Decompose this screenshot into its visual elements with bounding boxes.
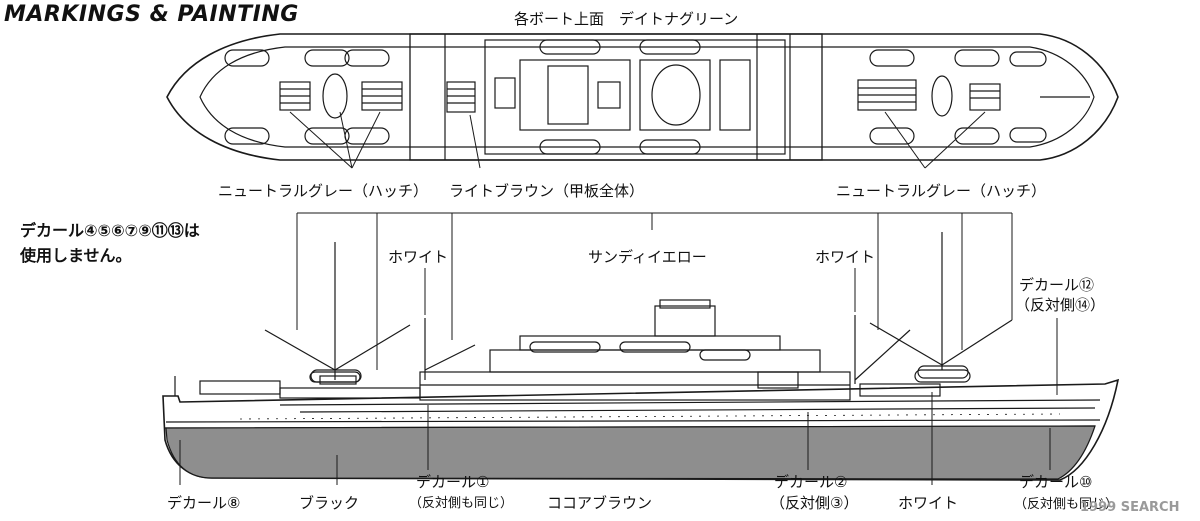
decal-12-label: デカール⑫ bbox=[1019, 276, 1095, 294]
decal-8-label: デカール⑧ bbox=[167, 494, 241, 512]
cocoa-brown-label: ココアブラウン bbox=[547, 494, 653, 512]
side-view-portholes bbox=[239, 413, 1061, 420]
title-badge: MARKINGS & PAINTING bbox=[4, 2, 298, 28]
hatch-right-color-label: ニュートラルグレー（ハッチ） bbox=[836, 182, 1047, 200]
decal-2-opposite-label: （反対側③） bbox=[770, 494, 859, 512]
top-view-boats bbox=[224, 39, 1047, 155]
sandy-yellow-label: サンディイエロー bbox=[588, 248, 707, 266]
decal-12-opposite-label: （反対側⑭） bbox=[1015, 296, 1106, 314]
watermark: 1999 SEARCH bbox=[1080, 500, 1180, 515]
unused-decals-note: デカール④⑤⑥⑦⑨⑪⑬は 使用しません。 bbox=[20, 218, 200, 268]
hatch-left-color-label: ニュートラルグレー（ハッチ） bbox=[218, 182, 429, 200]
decal-10-label: デカール⑩ bbox=[1019, 473, 1093, 491]
top-view-hull bbox=[166, 33, 1119, 161]
decal-1-note-label: （反対側も同じ） bbox=[409, 496, 514, 511]
white-bottom-label: ホワイト bbox=[898, 494, 959, 512]
deck-color-label: ライトブラウン（甲板全体） bbox=[449, 182, 645, 200]
unused-decals-line1: デカール④⑤⑥⑦⑨⑪⑬は bbox=[20, 221, 200, 240]
top-view-hatches bbox=[279, 73, 1090, 119]
decal-1-label: デカール① bbox=[416, 473, 490, 491]
unused-decals-line2: 使用しません。 bbox=[20, 246, 132, 265]
boat-top-color-label: 各ボート上面 デイトナグリーン bbox=[514, 10, 739, 28]
white-right-label: ホワイト bbox=[815, 248, 876, 266]
side-view-superstructure bbox=[199, 299, 1101, 413]
side-view-leaders bbox=[179, 212, 1058, 485]
hull-lower-paint bbox=[165, 425, 1096, 480]
black-color-label: ブラック bbox=[299, 494, 360, 512]
white-left-label: ホワイト bbox=[388, 248, 449, 266]
decal-10-note-label: （反対側も同じ） bbox=[1014, 497, 1119, 512]
top-view-leaders bbox=[289, 111, 986, 169]
page-title: MARKINGS & PAINTING bbox=[4, 2, 299, 27]
side-view-masts bbox=[174, 232, 1013, 396]
decal-2-label: デカール② bbox=[774, 473, 848, 491]
top-view-deck bbox=[409, 33, 823, 161]
